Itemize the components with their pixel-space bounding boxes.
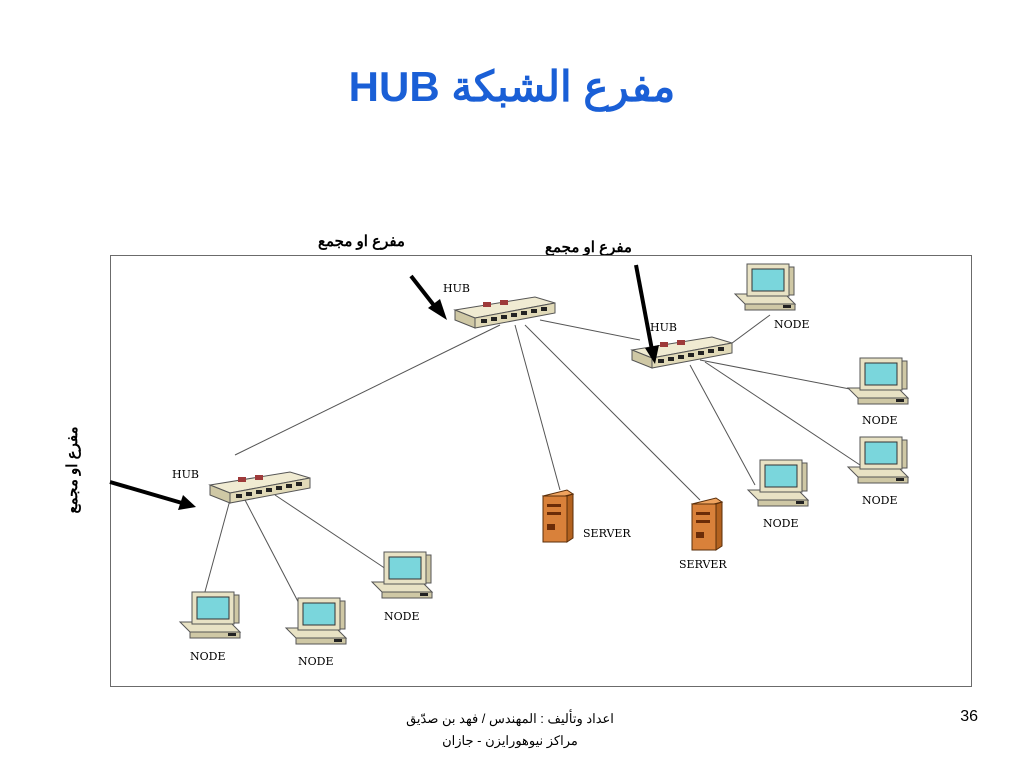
hub-left-label: HUB bbox=[172, 468, 199, 481]
node-label: NODE bbox=[774, 318, 810, 331]
page-number: 36 bbox=[960, 708, 978, 725]
node-computer bbox=[179, 591, 241, 639]
node-computer bbox=[847, 436, 909, 484]
node-label: NODE bbox=[862, 494, 898, 507]
callout-arrows bbox=[109, 264, 659, 510]
footer-credits: اعداد وتأليف : المهندس / فهد بن صدّيق مر… bbox=[360, 708, 660, 752]
node-label: NODE bbox=[190, 650, 226, 663]
server-tower bbox=[691, 497, 723, 551]
callout-top-hub: مفرع او مجمع bbox=[318, 233, 405, 250]
hub-right-label: HUB bbox=[650, 321, 677, 334]
server-label: SERVER bbox=[583, 527, 631, 540]
node-computer bbox=[734, 263, 796, 311]
slide-title: مفرع الشبكة HUB bbox=[348, 63, 676, 110]
node-label: NODE bbox=[298, 655, 334, 668]
footer-center: مراكز نيوهورايزن - جازان bbox=[442, 733, 578, 748]
callout-right-hub: مفرع او مجمع bbox=[545, 239, 632, 256]
hub-top bbox=[454, 296, 556, 329]
node-label: NODE bbox=[763, 517, 799, 530]
node-computer bbox=[747, 459, 809, 507]
server-tower bbox=[542, 489, 574, 543]
node-label: NODE bbox=[862, 414, 898, 427]
footer-author: اعداد وتأليف : المهندس / فهد بن صدّيق bbox=[406, 711, 614, 726]
node-label: NODE bbox=[384, 610, 420, 623]
server-label: SERVER bbox=[679, 558, 727, 571]
hub-left bbox=[209, 471, 311, 504]
network-cables bbox=[199, 314, 861, 616]
hub-top-label: HUB bbox=[443, 282, 470, 295]
node-computer bbox=[285, 597, 347, 645]
node-computer bbox=[371, 551, 433, 599]
network-diagram-frame bbox=[110, 255, 972, 687]
node-computer bbox=[847, 357, 909, 405]
